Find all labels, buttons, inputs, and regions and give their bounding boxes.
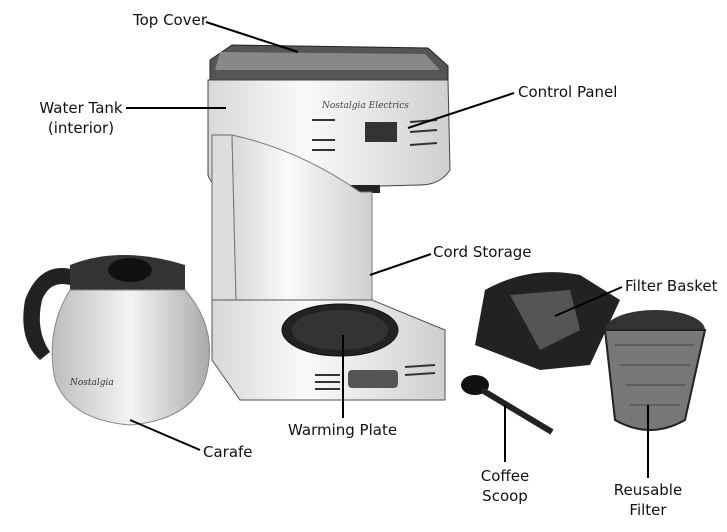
- label-water-tank: Water Tank (interior): [36, 98, 126, 138]
- coffee-scoop-illustration: [461, 375, 554, 435]
- label-water-tank-sub: (interior): [47, 119, 115, 137]
- label-control-panel: Control Panel: [518, 83, 618, 101]
- label-warming-plate: Warming Plate: [288, 421, 398, 439]
- label-reusable-filter: Reusable Filter: [608, 480, 688, 520]
- reusable-filter-illustration: [603, 310, 707, 431]
- label-reusable-filter-1: Reusable: [613, 481, 683, 499]
- label-coffee-scoop: Coffee Scoop: [470, 466, 540, 506]
- label-top-cover: Top Cover: [133, 11, 208, 29]
- filter-basket-illustration: [475, 272, 620, 370]
- carafe-logo: Nostalgia: [69, 378, 114, 388]
- label-cord-storage: Cord Storage: [433, 243, 532, 261]
- label-coffee-scoop-2: Scoop: [482, 487, 528, 505]
- label-filter-basket: Filter Basket: [625, 277, 718, 295]
- label-carafe: Carafe: [203, 443, 253, 461]
- label-water-tank-main: Water Tank: [39, 99, 123, 117]
- label-reusable-filter-2: Filter: [629, 501, 667, 519]
- label-coffee-scoop-1: Coffee: [480, 467, 530, 485]
- leader-lines: [126, 21, 649, 478]
- coffee-maker: Nostalgia Electrics: [207, 44, 451, 401]
- brand-logo: Nostalgia Electrics: [321, 101, 409, 111]
- carafe-illustration: Nostalgia: [23, 255, 210, 426]
